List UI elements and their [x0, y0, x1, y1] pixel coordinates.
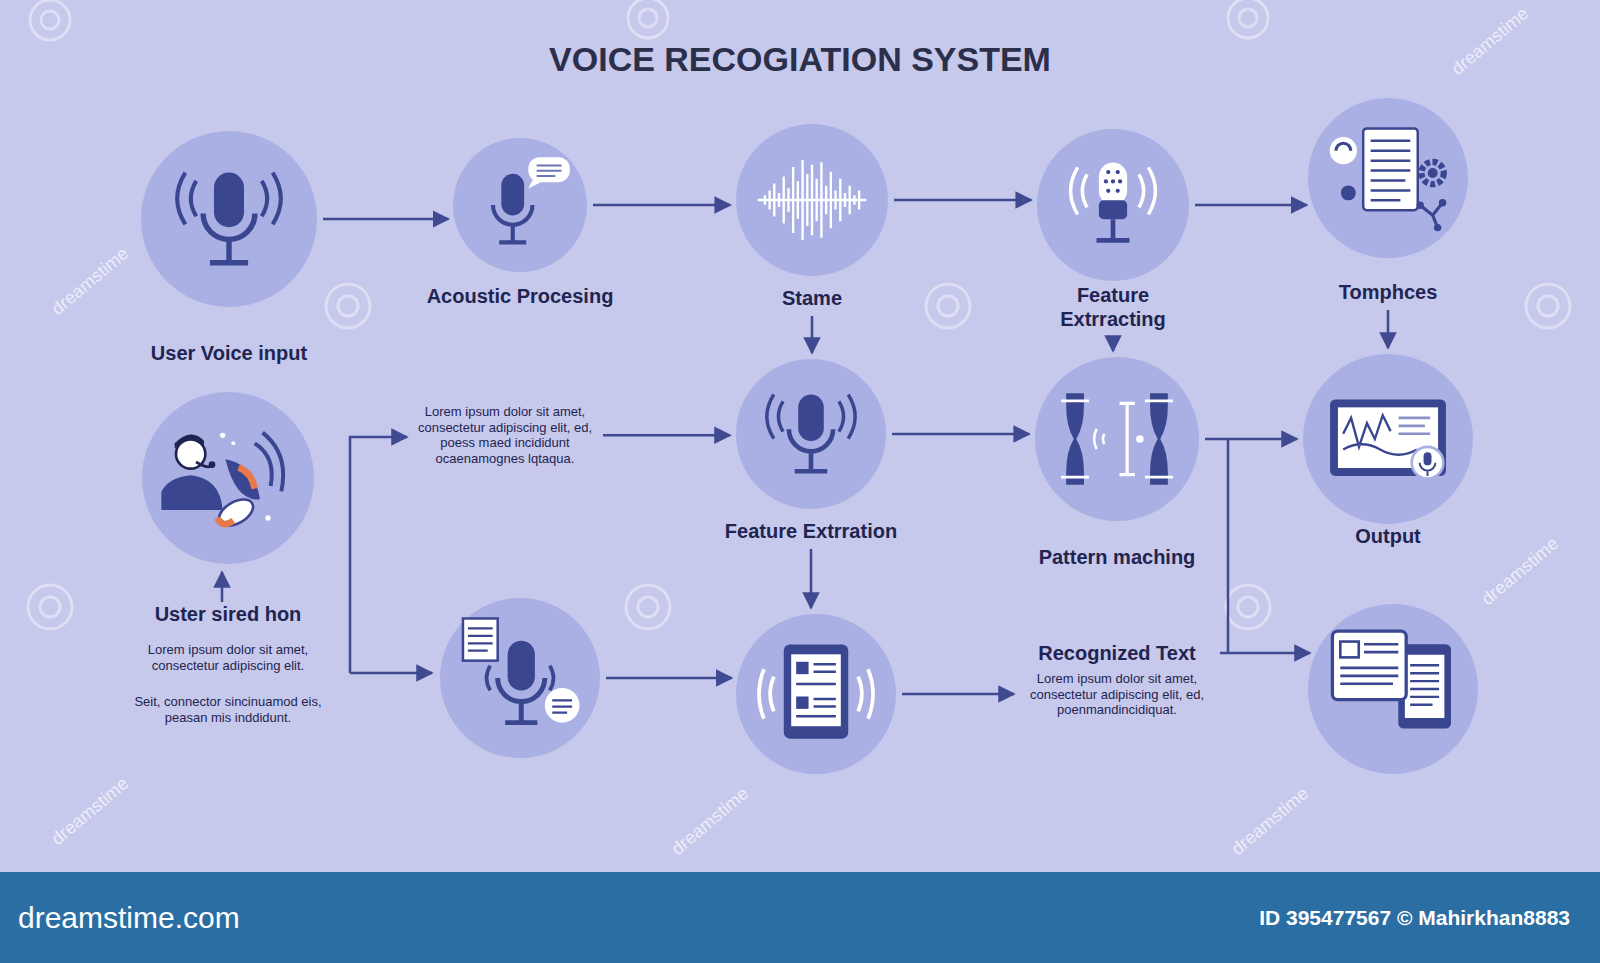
flow-arrow [1195, 204, 1307, 207]
flow-arrow [606, 677, 732, 680]
flow-arrow [811, 316, 814, 353]
node-label: Acoustic Procesing [413, 284, 627, 308]
icon-circle-node: Feature Extrracting [1036, 129, 1190, 331]
node-icon [493, 157, 570, 242]
node-circle [453, 138, 587, 272]
node-icon [177, 173, 281, 263]
node-icon [156, 433, 283, 532]
node-label: Uster sired hon [126, 602, 330, 626]
flow-arrow [894, 199, 1031, 202]
circle-outline [736, 359, 886, 509]
node-circle [1037, 129, 1189, 281]
circle-outline [142, 392, 314, 564]
flow-arrow [810, 549, 813, 608]
note-text: Seit, connector sincinuamod eis, peasan … [128, 694, 328, 727]
icon-circle-node: Acoustic Procesing [413, 138, 627, 308]
flow-arrow [1220, 652, 1310, 655]
diagram-title: VOICE RECOGIATION SYSTEM [300, 38, 1300, 81]
flow-arrow [902, 693, 1014, 696]
icon-circle-node [1308, 604, 1478, 774]
icon-circle-node: Stame [736, 124, 888, 310]
flow-arrow [603, 434, 730, 437]
node-icon [1071, 163, 1156, 241]
pointer-arrow [221, 572, 224, 602]
node-circle [142, 392, 314, 564]
node-circle [736, 614, 896, 774]
node-circle [440, 598, 600, 758]
node-icon [1330, 399, 1446, 478]
node-label: Feature Extrracting [1036, 283, 1190, 331]
icon-circle-node: Tomphces [1308, 98, 1468, 304]
icon-circle-node: Uster sired hon [126, 392, 330, 626]
node-label: Stame [736, 286, 888, 310]
node-circle [1308, 604, 1478, 774]
circle-outline [1308, 98, 1468, 258]
node-circle [1303, 354, 1473, 524]
circle-outline [453, 138, 587, 272]
circle-outline [736, 124, 888, 276]
watermark-text: dreamstime [1429, 0, 1551, 95]
icon-circle-node: Output [1303, 354, 1473, 548]
node-label: Feature Extrration [704, 519, 918, 543]
node-icon [759, 644, 873, 738]
node-icon [758, 160, 866, 240]
node-label: Output [1303, 524, 1473, 548]
flow-arrow [1387, 310, 1390, 348]
node-body-text: Lorem ipsum dolor sit amet, consectetur … [1020, 671, 1214, 718]
node-label: Tomphces [1308, 280, 1468, 304]
icon-circle-node [440, 598, 600, 758]
node-icon [767, 394, 855, 471]
watermark-text: dreamstime [1459, 518, 1581, 625]
node-circle [736, 124, 888, 276]
watermark-text: dreamstime [29, 228, 151, 335]
node-icon [1061, 393, 1173, 485]
icon-circle-node: User Voice input [127, 131, 331, 365]
node-circle [141, 131, 317, 307]
flow-arrow [1205, 438, 1297, 441]
watermark-text: dreamstime [1209, 768, 1331, 875]
text-node: Recognized TextLorem ipsum dolor sit ame… [1020, 641, 1214, 718]
flow-arrow [593, 204, 730, 207]
node-circle [1035, 357, 1199, 521]
note-text: Lorem ipsum dolor sit amet, consectetur … [128, 642, 328, 675]
watermark-text: dreamstime [29, 758, 151, 865]
flow-arrow [892, 433, 1029, 436]
icon-circle-node: Pattern maching [1020, 357, 1214, 569]
node-label: Recognized Text [1020, 641, 1214, 665]
circle-outline [141, 131, 317, 307]
flow-arrow [323, 218, 448, 221]
node-circle [1308, 98, 1468, 258]
flow-arrow [1112, 337, 1115, 351]
circle-outline [1303, 354, 1473, 524]
node-body-text: Lorem ipsum dolor sit amet, consectetur … [413, 404, 597, 466]
text-node: Lorem ipsum dolor sit amet, consectetur … [413, 404, 597, 466]
icon-circle-node: Feature Extrration [704, 359, 918, 543]
node-label: User Voice input [127, 341, 331, 365]
circle-outline [1037, 129, 1189, 281]
node-icon [463, 618, 580, 722]
branch-bracket [350, 672, 432, 675]
circle-outline [440, 598, 600, 758]
circle-outline [736, 614, 896, 774]
node-circle [736, 359, 886, 509]
circle-outline [1308, 604, 1478, 774]
icon-circle-node [736, 614, 896, 774]
node-label: Pattern maching [1020, 545, 1214, 569]
watermark-text: dreamstime [649, 768, 771, 875]
footer-text: dreamstime.com [18, 899, 418, 937]
node-icon [1330, 128, 1447, 231]
watermark-logos [28, 0, 1570, 629]
footer-text: ID 395477567 © Mahirkhan8883 [1090, 905, 1570, 931]
circle-outline [1035, 357, 1199, 521]
node-icon [1332, 631, 1451, 728]
branch-bracket [350, 437, 407, 673]
merge-line [1227, 439, 1230, 653]
